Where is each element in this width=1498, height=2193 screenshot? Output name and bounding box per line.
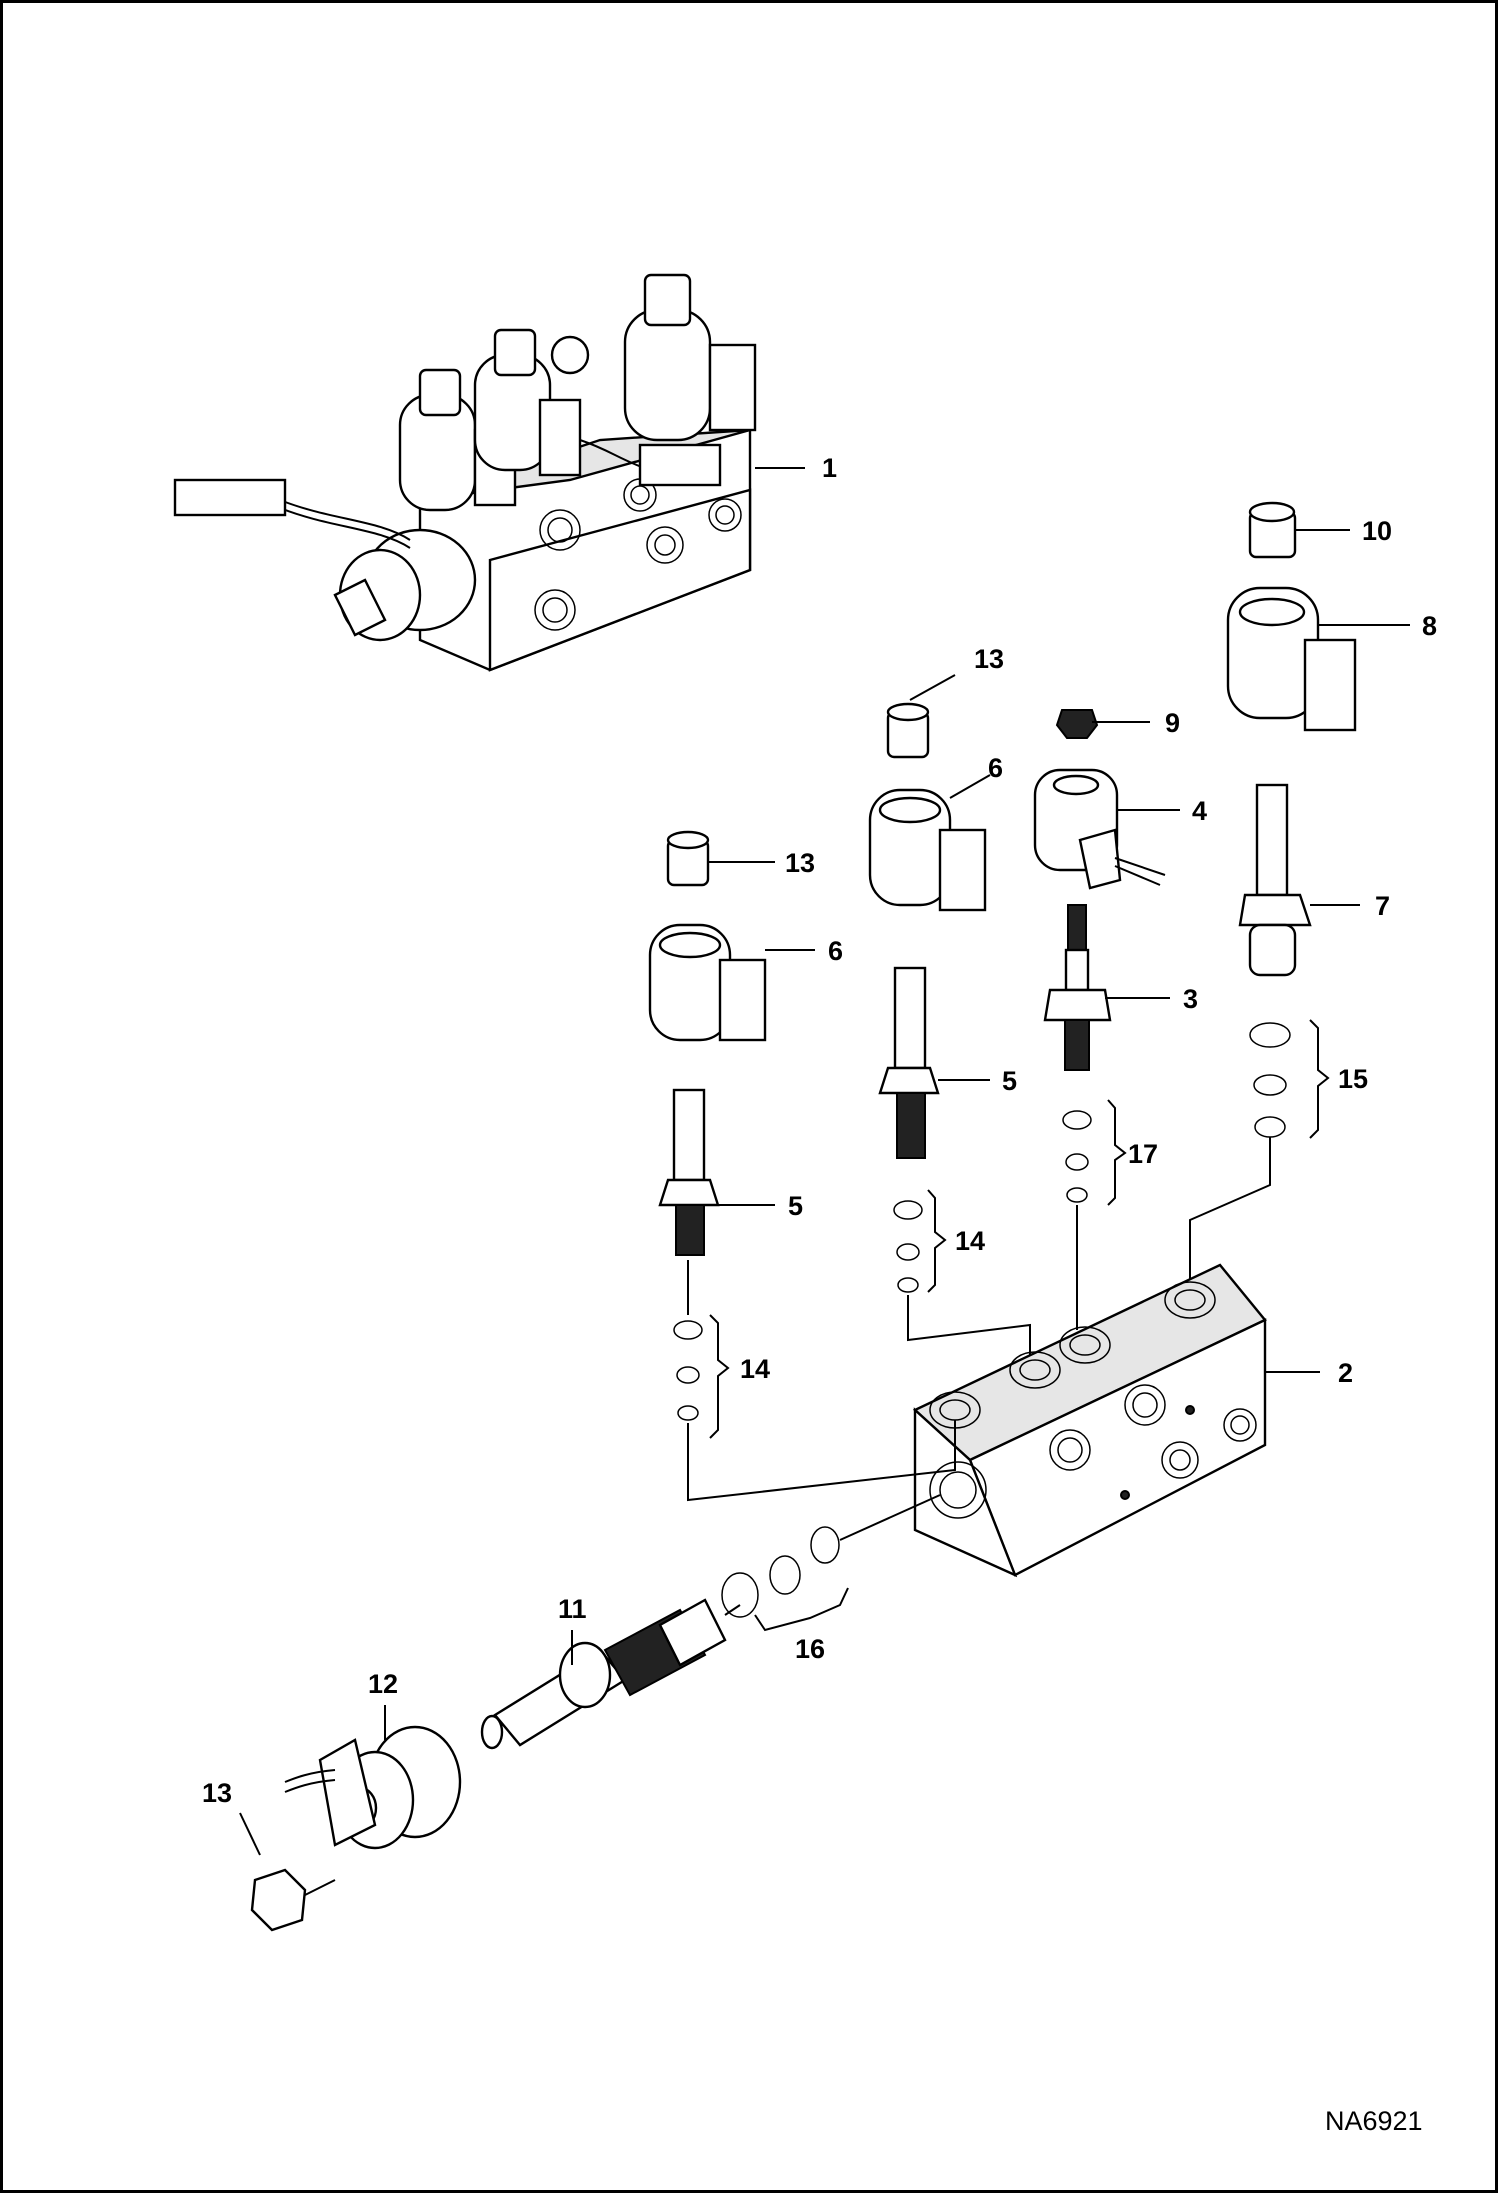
left-cartridge-stack-drawing <box>648 830 956 1502</box>
callout-2: 2 <box>1338 1358 1353 1388</box>
callout-15: 15 <box>1338 1064 1368 1094</box>
callout-labels: 1 10 8 13 9 6 4 13 7 6 3 5 15 17 5 14 14… <box>202 453 1437 1808</box>
front-cartridge-drawing <box>250 1494 941 1932</box>
callout-17: 17 <box>1128 1139 1158 1169</box>
assembled-valve-drawing <box>173 273 757 672</box>
callout-1: 1 <box>822 453 837 483</box>
callout-13-middle: 13 <box>974 644 1004 674</box>
callout-8: 8 <box>1422 611 1437 641</box>
manifold-block-drawing <box>912 1263 1267 1578</box>
callout-3: 3 <box>1183 984 1198 1014</box>
callout-5-middle: 5 <box>1002 1066 1017 1096</box>
callout-16: 16 <box>795 1634 825 1664</box>
solenoid-stack-drawing <box>1033 709 1166 1330</box>
callout-7: 7 <box>1375 891 1390 921</box>
callout-13-left: 13 <box>785 848 815 878</box>
callout-9: 9 <box>1165 708 1180 738</box>
callout-10: 10 <box>1362 516 1392 546</box>
callout-5-left: 5 <box>788 1191 803 1221</box>
callout-12: 12 <box>368 1669 398 1699</box>
callout-13-front: 13 <box>202 1778 232 1808</box>
middle-cartridge-stack-drawing <box>868 702 1031 1355</box>
callout-14-middle: 14 <box>955 1226 985 1256</box>
callout-14-left: 14 <box>740 1354 770 1384</box>
callout-4: 4 <box>1192 796 1207 826</box>
callout-11: 11 <box>558 1594 587 1624</box>
drawing-id: NA6921 <box>1325 2106 1423 2136</box>
right-cartridge-stack-drawing <box>1189 501 1357 1280</box>
callout-6-left: 6 <box>828 936 843 966</box>
callout-6-middle: 6 <box>988 753 1003 783</box>
leader-lines <box>239 467 1410 1856</box>
